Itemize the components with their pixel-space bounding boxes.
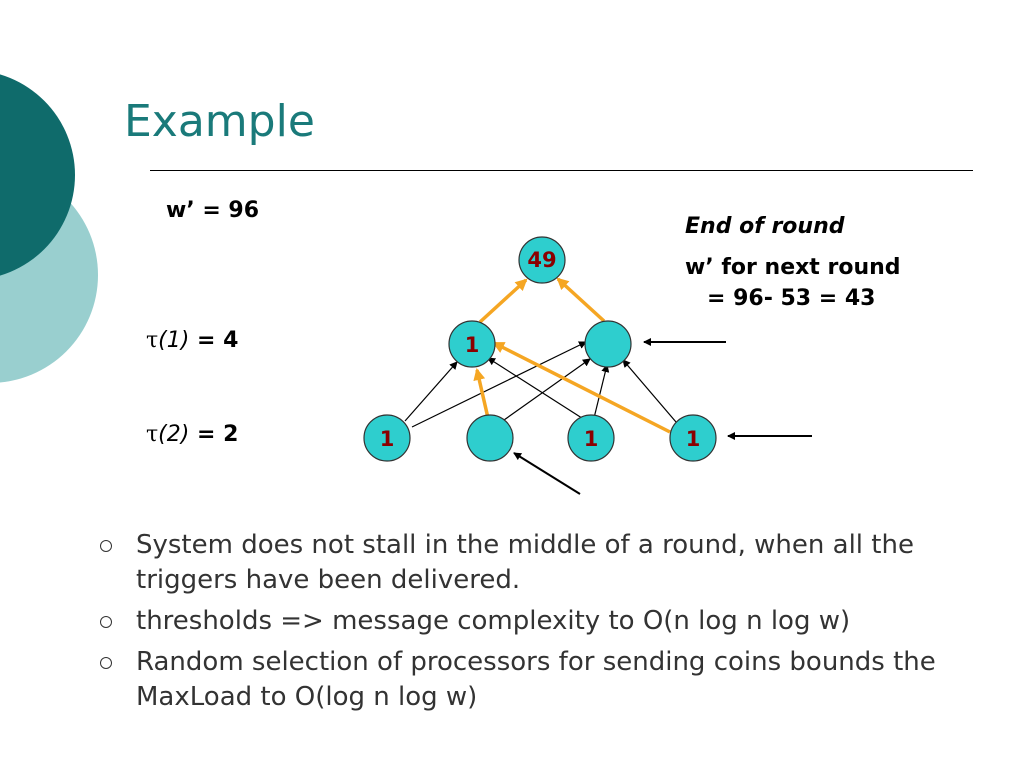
bullet-text: thresholds => message complexity to O(n …: [136, 606, 851, 636]
dark-teal-circle: [0, 74, 75, 276]
node-leaf3-label: 1: [584, 427, 599, 451]
node-leaf1-label: 1: [380, 427, 395, 451]
bullet-circle-icon: [100, 616, 112, 628]
tau-symbol: τ: [146, 328, 159, 353]
bullet-text: Random selection of processors for sendi…: [136, 647, 936, 712]
edge-leaf3-midright: [593, 364, 610, 419]
bullet-item: Random selection of processors for sendi…: [96, 645, 996, 715]
bullet-circle-icon: [100, 540, 112, 552]
edge-leaf3-midleft: [487, 357, 586, 421]
bullet-item: thresholds => message complexity to O(n …: [96, 604, 996, 639]
pointer-arrows: [513, 338, 812, 495]
node-mid-left: [448, 320, 496, 368]
node-labels: 49 1 1 1 1: [380, 248, 701, 451]
node-leaf2: [466, 414, 514, 462]
node-root: [518, 236, 566, 284]
black-edges: [404, 341, 677, 428]
arrow-to-leaf2: [513, 452, 581, 495]
slide-title: Example: [124, 96, 315, 147]
w-prime-label: w’ = 96: [166, 198, 260, 223]
nodes: [363, 236, 717, 462]
highlighted-edges: [473, 277, 671, 434]
title-divider: [150, 170, 973, 171]
tau1-value: = 4: [189, 328, 239, 353]
decorative-circles: [0, 74, 98, 383]
node-leaf3: [567, 414, 615, 462]
bullet-list: System does not stall in the middle of a…: [96, 528, 996, 721]
edge-leaf4-midleft: [492, 341, 671, 434]
tau2-value: = 2: [189, 422, 239, 447]
node-root-label: 49: [527, 248, 556, 272]
tau-symbol: τ: [146, 422, 159, 447]
bullet-item: System does not stall in the middle of a…: [96, 528, 996, 598]
edge-leaf1-midleft: [404, 361, 458, 422]
node-leaf1: [363, 414, 411, 462]
tau2-index: (2): [158, 422, 190, 447]
node-leaf4: [669, 414, 717, 462]
tau1-index: (1): [158, 328, 190, 353]
bullet-circle-icon: [100, 657, 112, 669]
edge-leaf4-midright: [622, 359, 677, 423]
w-next-round-line2: = 96- 53 = 43: [707, 286, 876, 311]
bullet-text: System does not stall in the middle of a…: [136, 530, 914, 595]
edge-midleft-root: [478, 278, 528, 324]
end-of-round-label: End of round: [685, 214, 845, 239]
w-next-round-line1: w’ for next round: [685, 255, 901, 280]
tau1-label: τ(1) = 4: [146, 330, 238, 352]
node-mid-left-label: 1: [465, 333, 480, 357]
edge-leaf2-midright: [503, 358, 591, 421]
tau2-label: τ(2) = 2: [146, 424, 238, 446]
w-next-round-block: w’ for next round = 96- 53 = 43: [685, 252, 901, 314]
node-mid-right: [584, 320, 632, 368]
node-leaf4-label: 1: [686, 427, 701, 451]
edge-leaf1-midright: [411, 341, 587, 428]
edge-leaf2-midleft: [473, 368, 490, 419]
edge-midright-root: [556, 277, 606, 323]
